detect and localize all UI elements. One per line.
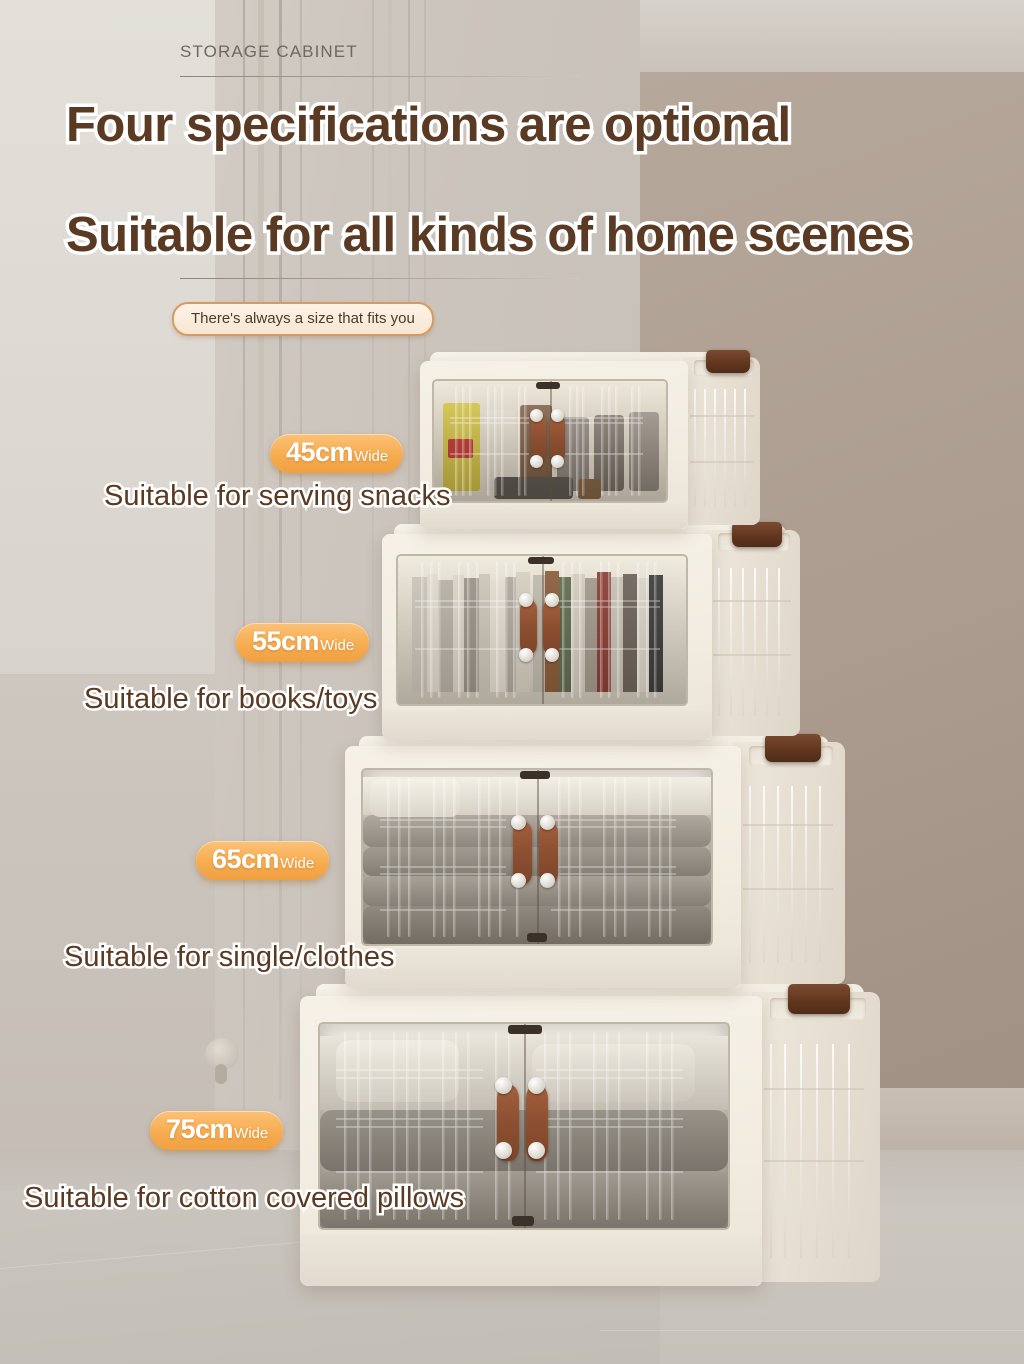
size-badge-number: 75cm bbox=[166, 1114, 234, 1144]
door-split-line bbox=[542, 556, 544, 704]
door-pull-strap[interactable] bbox=[526, 1085, 549, 1162]
box-front-face bbox=[300, 996, 762, 1286]
storage-box-45[interactable] bbox=[420, 350, 760, 538]
strap-rivet bbox=[530, 455, 544, 469]
door-hinge-top bbox=[536, 382, 561, 389]
box-door-window[interactable] bbox=[361, 768, 713, 946]
box-door-window[interactable] bbox=[318, 1022, 730, 1230]
door-hinge-top bbox=[507, 1025, 542, 1034]
box-handle[interactable] bbox=[765, 734, 821, 762]
box-handle[interactable] bbox=[732, 522, 782, 547]
door-hinge-top bbox=[527, 557, 554, 564]
door-ribs bbox=[434, 381, 666, 501]
door-split-line bbox=[524, 1024, 526, 1228]
size-badge-75: 75cm Wide bbox=[150, 1111, 284, 1150]
wainscot-panel bbox=[0, 672, 215, 1190]
box-door-window[interactable] bbox=[432, 379, 668, 503]
caption-75: Suitable for cotton covered pillows bbox=[21, 1180, 466, 1217]
size-badge-unit: Wide bbox=[234, 1125, 269, 1142]
storage-box-65[interactable] bbox=[345, 734, 845, 998]
strap-rivet bbox=[540, 815, 556, 831]
strap-rivet bbox=[510, 872, 526, 888]
size-badge-number: 55cm bbox=[252, 626, 320, 656]
strap-rivet bbox=[518, 647, 533, 662]
box-side-panel bbox=[704, 530, 800, 736]
moulding-line bbox=[388, 0, 392, 700]
kicker-label: STORAGE CABINET bbox=[180, 42, 358, 61]
box-door-window[interactable] bbox=[396, 554, 688, 706]
door-pull-strap[interactable] bbox=[512, 822, 532, 885]
tagline-badge: There's always a size that fits you bbox=[172, 302, 434, 336]
box-side-panel bbox=[752, 992, 880, 1282]
wall-left-upper bbox=[0, 0, 215, 672]
box-front-face bbox=[345, 746, 741, 988]
headline-line-2: Suitable for all kinds of home scenes bbox=[63, 205, 915, 266]
headline-line-1: Four specifications are optional bbox=[63, 95, 795, 156]
strap-rivet bbox=[544, 647, 559, 662]
door-pull-strap[interactable] bbox=[543, 600, 561, 655]
door-pull-strap[interactable] bbox=[531, 414, 547, 461]
divider-middle bbox=[180, 278, 580, 279]
moulding-line bbox=[279, 0, 282, 1100]
box-handle[interactable] bbox=[706, 350, 750, 373]
moulding-line bbox=[243, 0, 245, 1110]
size-badge-unit: Wide bbox=[354, 448, 389, 465]
door-split-line bbox=[537, 770, 539, 944]
storage-box-75[interactable] bbox=[300, 984, 880, 1296]
door-pull-strap[interactable] bbox=[550, 414, 565, 461]
size-badge-number: 65cm bbox=[212, 844, 280, 874]
caption-55: Suitable for books/toys bbox=[81, 681, 379, 718]
box-base-lip bbox=[382, 710, 712, 740]
caption-65: Suitable for single/clothes bbox=[61, 939, 396, 976]
caption-45: Suitable for serving snacks bbox=[102, 478, 454, 515]
door-pull-strap[interactable] bbox=[520, 600, 538, 655]
door-latch-stem bbox=[215, 1064, 227, 1084]
door-hinge-top bbox=[519, 771, 550, 779]
size-badge-65: 65cm Wide bbox=[196, 841, 330, 880]
strap-rivet bbox=[540, 872, 556, 888]
door-ribs bbox=[398, 556, 686, 704]
size-badge-unit: Wide bbox=[320, 637, 355, 654]
strap-rivet bbox=[510, 815, 526, 831]
floor-seam bbox=[600, 1330, 1024, 1331]
box-base-lip bbox=[300, 1234, 762, 1286]
strap-rivet bbox=[551, 408, 565, 422]
door-hinge-bottom bbox=[511, 1216, 534, 1226]
moulding-line bbox=[372, 0, 374, 700]
moulding-line bbox=[424, 0, 426, 700]
strap-rivet bbox=[528, 1077, 546, 1095]
strap-rivet bbox=[495, 1142, 513, 1160]
box-side-panel bbox=[682, 357, 760, 525]
door-ribs bbox=[363, 770, 711, 944]
size-badge-45: 45cm Wide bbox=[270, 434, 404, 473]
box-base-lip bbox=[420, 505, 688, 529]
strap-rivet bbox=[528, 1142, 546, 1160]
box-front-face bbox=[382, 534, 712, 740]
door-pull-strap[interactable] bbox=[538, 822, 558, 885]
strap-rivet bbox=[495, 1077, 513, 1095]
moulding-line bbox=[300, 0, 302, 1095]
box-front-face bbox=[420, 361, 688, 529]
moulding-line bbox=[408, 0, 410, 700]
strap-rivet bbox=[518, 593, 533, 607]
size-badge-55: 55cm Wide bbox=[236, 623, 370, 662]
box-contents bbox=[320, 1024, 728, 1228]
size-badge-number: 45cm bbox=[286, 437, 354, 467]
box-side-panel bbox=[733, 742, 845, 984]
strap-rivet bbox=[551, 455, 565, 469]
box-base-lip bbox=[345, 948, 741, 988]
size-badge-unit: Wide bbox=[280, 855, 315, 872]
storage-box-55[interactable] bbox=[382, 522, 800, 750]
strap-rivet bbox=[544, 593, 559, 607]
strap-rivet bbox=[530, 408, 544, 422]
moulding-line bbox=[258, 0, 264, 1105]
box-handle[interactable] bbox=[788, 984, 850, 1014]
divider-top bbox=[180, 76, 580, 77]
wall-right-ceiling-strip bbox=[640, 0, 1024, 72]
door-hinge-bottom bbox=[526, 933, 547, 942]
door-pull-strap[interactable] bbox=[497, 1085, 520, 1162]
